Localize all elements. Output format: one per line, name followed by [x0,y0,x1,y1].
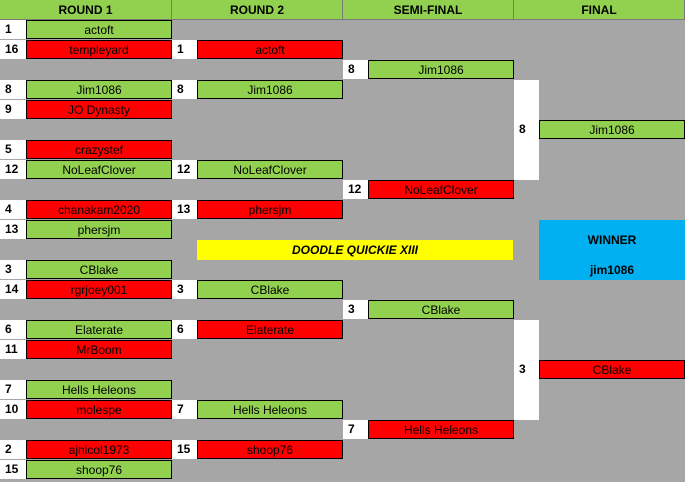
r2-team-cell: shoop76 [197,440,343,459]
r1-team-cell: shoop76 [26,460,172,479]
r1-seed: 14 [0,280,26,299]
header-round-2: ROUND 2 [172,0,343,20]
r1-team-cell: Jim1086 [26,80,172,99]
r1-seed: 10 [0,400,26,419]
final-team-cell: Jim1086 [539,120,685,139]
r2-team-cell: Elaterate [197,320,343,339]
r1-seed: 16 [0,40,26,59]
r1-seed: 15 [0,460,26,479]
r2-seed: 13 [172,200,198,219]
r2-team-cell: CBlake [197,280,343,299]
sf-team-cell: NoLeafClover [368,180,514,199]
r1-seed: 9 [0,100,26,119]
r1-seed: 4 [0,200,26,219]
r2-team-cell: Jim1086 [197,80,343,99]
winner-box: WINNER jim1086 [539,220,685,280]
sf-seed: 8 [343,60,369,79]
r2-seed: 7 [172,400,198,419]
final-seed: 8 [514,120,540,139]
r2-seed: 3 [172,280,198,299]
r1-team-cell: ajnicol1973 [26,440,172,459]
r2-seed: 6 [172,320,198,339]
r1-team-cell: JO Dynasty [26,100,172,119]
sf-team-cell: CBlake [368,300,514,319]
r2-seed: 1 [172,40,198,59]
r1-seed: 1 [0,20,26,39]
sf-seed: 7 [343,420,369,439]
r1-team-cell: phersjm [26,220,172,239]
r1-seed: 6 [0,320,26,339]
r1-seed: 2 [0,440,26,459]
r2-team-cell: NoLeafClover [197,160,343,179]
r2-seed: 8 [172,80,198,99]
r1-team-cell: Hells Heleons [26,380,172,399]
r1-team-cell: molespe [26,400,172,419]
r1-seed: 7 [0,380,26,399]
r1-seed: 11 [0,340,26,359]
r1-team-cell: chanakam2020 [26,200,172,219]
sf-seed: 3 [343,300,369,319]
r2-team-cell: phersjm [197,200,343,219]
r2-seed: 15 [172,440,198,459]
r2-seed: 12 [172,160,198,179]
r1-seed: 3 [0,260,26,279]
final-seed: 3 [514,360,540,379]
r1-team-cell: Elaterate [26,320,172,339]
r1-seed: 5 [0,140,26,159]
r1-team-cell: CBlake [26,260,172,279]
r1-team-cell: MrBoom [26,340,172,359]
header-final: FINAL [514,0,685,20]
r1-team-cell: crazystef [26,140,172,159]
final-team-cell: CBlake [539,360,685,379]
header-round-1: ROUND 1 [0,0,172,20]
r1-team-cell: actoft [26,20,172,39]
tournament-title: DOODLE QUICKIE XIII [197,240,513,260]
sf-team-cell: Jim1086 [368,60,514,79]
r1-team-cell: templeyard [26,40,172,59]
sf-team-cell: Hells Heleons [368,420,514,439]
r2-team-cell: Hells Heleons [197,400,343,419]
r1-team-cell: NoLeafClover [26,160,172,179]
sf-seed: 12 [343,180,369,199]
r2-team-cell: actoft [197,40,343,59]
r1-team-cell: rgrjoey001 [26,280,172,299]
winner-label: WINNER [587,233,637,247]
r1-seed: 12 [0,160,26,179]
winner-name: jim1086 [589,263,635,277]
header-semi-final: SEMI-FINAL [343,0,514,20]
r1-seed: 13 [0,220,26,239]
r1-seed: 8 [0,80,26,99]
